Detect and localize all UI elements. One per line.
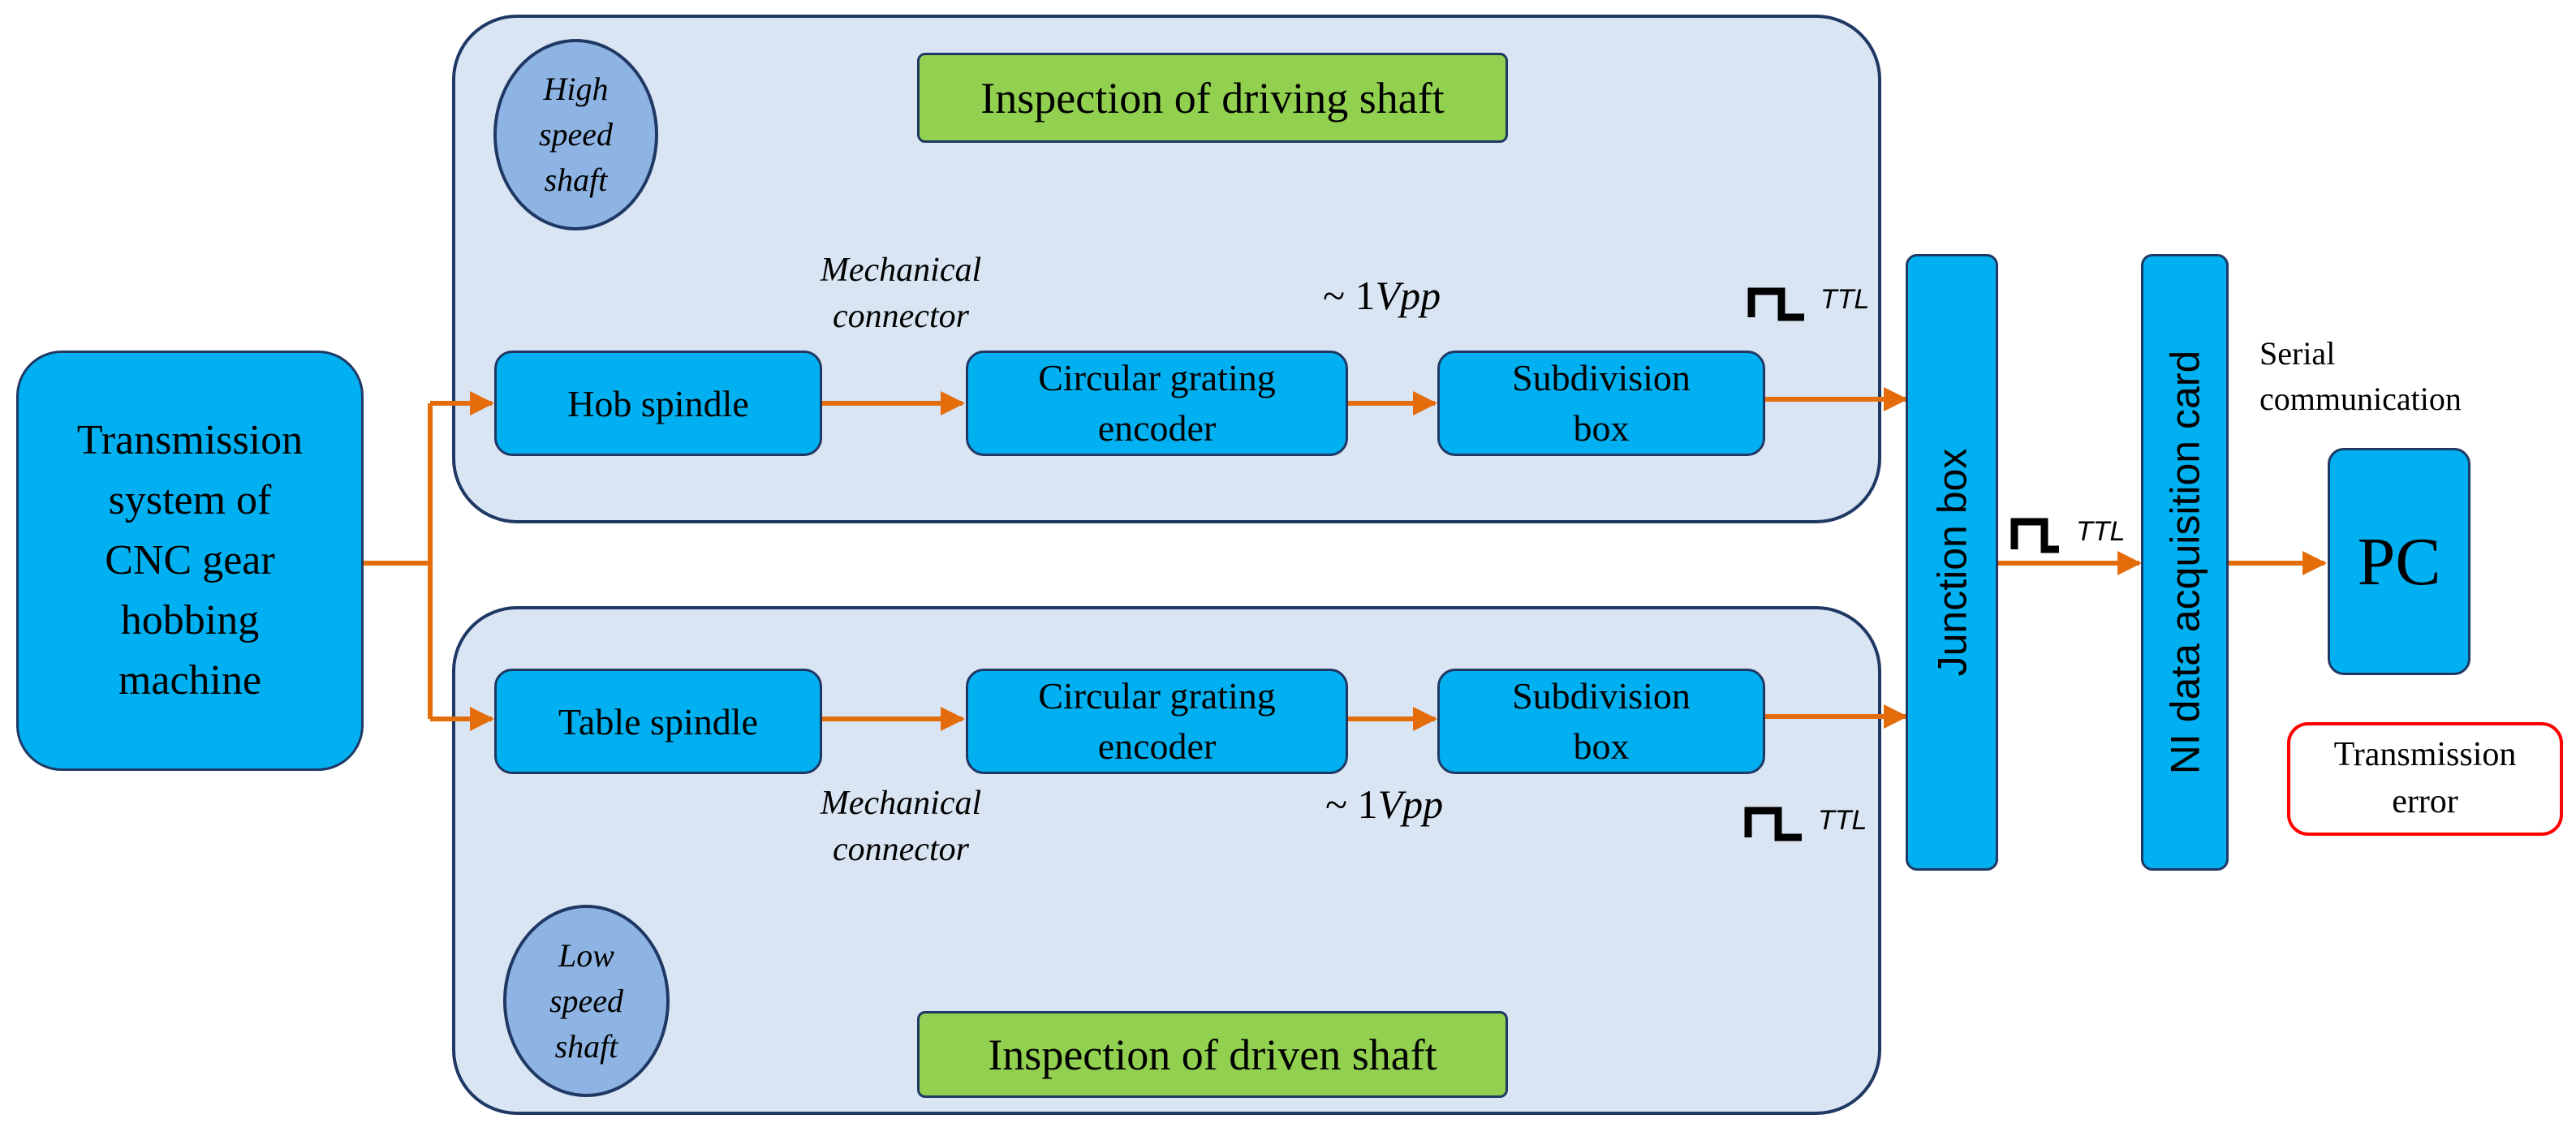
result-line-1: Transmission [2333, 736, 2517, 774]
low-speed-line-1: Low [558, 936, 614, 974]
junction-box-label: Junction box [1929, 448, 1975, 677]
source-line-5: machine [118, 656, 262, 704]
serial-communication-label: Serial communication [2259, 331, 2462, 422]
bottom-encoder-line-2: encoder [1097, 725, 1217, 767]
bottom-connector-line-1: Mechanical [820, 785, 982, 822]
high-speed-shaft-ellipse: High speed shaft [493, 39, 658, 230]
serial-line-2: communication [2259, 381, 2462, 417]
bottom-subdivision-block: Subdivision box [1437, 669, 1765, 774]
source-line-3: CNC gear [105, 537, 275, 584]
top-vpp-label: ~ 1Vpp [1323, 272, 1441, 319]
high-speed-line-3: shaft [544, 161, 608, 198]
transmission-error-box: Transmission error [2287, 722, 2563, 836]
serial-line-1: Serial [2259, 335, 2336, 372]
table-spindle-block: Table spindle [494, 669, 822, 774]
ni-daq-card: NI data acquisition card [2141, 254, 2229, 871]
top-vpp-number: 1 [1355, 273, 1376, 318]
low-speed-line-3: shaft [554, 1027, 618, 1065]
ni-daq-card-label: NI data acquisition card [2162, 350, 2208, 775]
bottom-vpp-tilde: ~ [1325, 781, 1358, 827]
top-mechanical-connector-label: Mechanical connector [779, 247, 1023, 339]
bottom-connector-line-2: connector [833, 830, 969, 868]
hob-spindle-block: Hob spindle [494, 351, 822, 456]
top-connector-line-1: Mechanical [820, 252, 982, 289]
result-line-2: error [2392, 783, 2458, 820]
bottom-encoder-block: Circular grating encoder [966, 669, 1348, 774]
top-vpp-unit: Vpp [1375, 273, 1441, 318]
driven-shaft-title: Inspection of driven shaft [917, 1011, 1508, 1098]
top-encoder-block: Circular grating encoder [966, 351, 1348, 456]
top-ttl-label: TTL [1820, 284, 1870, 315]
top-connector-line-2: connector [833, 297, 969, 335]
bottom-subdivision-line-1: Subdivision [1512, 674, 1691, 716]
top-vpp-tilde: ~ [1323, 273, 1355, 318]
bottom-vpp-unit: Vpp [1377, 781, 1444, 827]
bottom-ttl-label: TTL [1818, 805, 1867, 836]
ttl-pulse-icon-bottom [1744, 807, 1802, 841]
ttl-pulse-icon-junction [2010, 518, 2059, 553]
top-subdivision-line-1: Subdivision [1512, 356, 1691, 398]
junction-box: Junction box [1906, 254, 1998, 871]
top-subdivision-line-2: box [1573, 407, 1630, 449]
top-encoder-line-2: encoder [1097, 407, 1217, 449]
source-line-4: hobbing [120, 596, 260, 643]
low-speed-shaft-ellipse: Low speed shaft [503, 905, 670, 1097]
top-encoder-line-1: Circular grating [1038, 356, 1276, 398]
source-line-1: Transmission [76, 417, 304, 464]
high-speed-line-1: High [543, 71, 609, 107]
pc-block: PC [2328, 448, 2470, 675]
low-speed-line-2: speed [549, 982, 624, 1019]
source-line-2: system of [108, 477, 272, 524]
top-subdivision-block: Subdivision box [1437, 351, 1765, 456]
bottom-vpp-label: ~ 1Vpp [1325, 781, 1443, 828]
driving-shaft-title: Inspection of driving shaft [917, 53, 1508, 143]
high-speed-line-2: speed [538, 116, 614, 153]
bottom-vpp-number: 1 [1357, 781, 1378, 827]
junction-ttl-label: TTL [2076, 516, 2126, 547]
ttl-pulse-icon-top [1747, 287, 1804, 321]
cnc-machine-block: Transmission system of CNC gear hobbing … [16, 351, 364, 771]
bottom-encoder-line-1: Circular grating [1038, 674, 1276, 716]
bottom-mechanical-connector-label: Mechanical connector [779, 781, 1023, 872]
bottom-subdivision-line-2: box [1573, 725, 1630, 767]
